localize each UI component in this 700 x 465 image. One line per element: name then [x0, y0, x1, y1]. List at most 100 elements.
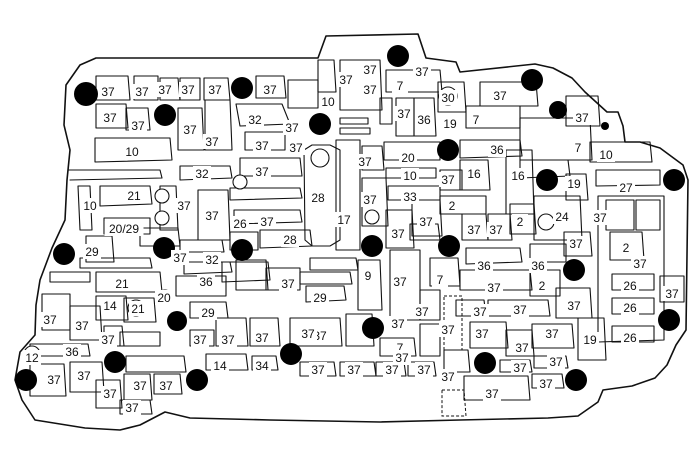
part-label: 26: [623, 279, 637, 293]
label-background: [156, 82, 174, 97]
label-background: [309, 362, 327, 377]
part-label: 34: [255, 359, 269, 373]
label-background: [356, 154, 374, 169]
part-label: 37: [358, 155, 372, 169]
label-background: [439, 90, 457, 105]
part-label: 14: [103, 299, 117, 313]
part-label: 37: [158, 83, 172, 97]
label-background: [392, 78, 408, 93]
part-label: 19: [583, 333, 597, 347]
part-label: 37: [101, 333, 115, 347]
label-background: [621, 330, 639, 345]
label-background: [99, 84, 117, 99]
part-label: 37: [441, 370, 455, 384]
label-background: [246, 112, 264, 127]
part-label: 37: [263, 83, 277, 97]
label-background: [75, 368, 93, 383]
part-label: 37: [393, 275, 407, 289]
part-label: 37: [415, 65, 429, 79]
label-background: [258, 214, 276, 229]
bolt-holes: [15, 45, 685, 391]
label-background: [591, 210, 609, 225]
label-background: [432, 272, 448, 287]
label-background: [473, 326, 491, 341]
part-label: 37: [441, 173, 455, 187]
part-label: 37: [419, 215, 433, 229]
part-label: 37: [467, 223, 481, 237]
part-label: 37: [347, 363, 361, 377]
bolt-hole: [362, 317, 384, 339]
part-label: 2: [539, 279, 546, 293]
label-background: [63, 344, 81, 359]
bolt-hole: [231, 239, 253, 261]
part-label: 30: [441, 91, 455, 105]
part-label: 7: [575, 141, 582, 155]
part-label: 37: [255, 331, 269, 345]
label-background: [597, 147, 615, 162]
bolt-hole: [104, 351, 126, 373]
label-background: [123, 400, 141, 415]
part-label: 37: [395, 351, 409, 365]
label-background: [439, 172, 457, 187]
part-label: 37: [549, 355, 563, 369]
part-label: 37: [101, 85, 115, 99]
part-label: 37: [103, 111, 117, 125]
part-label: 29: [201, 306, 215, 320]
label-background: [253, 164, 271, 179]
label-background: [101, 298, 119, 313]
part-label: 26: [623, 301, 637, 315]
label-background: [485, 280, 503, 295]
label-background: [360, 268, 376, 283]
label-background: [253, 330, 271, 345]
part-label: 37: [567, 299, 581, 313]
label-background: [157, 378, 175, 393]
label-background: [99, 332, 117, 347]
label-background: [537, 376, 555, 391]
part-label: 28: [283, 233, 297, 247]
bolt-hole: [521, 69, 543, 91]
part-label: 37: [205, 209, 219, 223]
label-background: [101, 386, 119, 401]
part-label: 26: [623, 331, 637, 345]
bolt-hole: [565, 369, 587, 391]
bolt-hole: [658, 309, 680, 331]
label-background: [491, 88, 509, 103]
label-background: [133, 84, 151, 99]
label-background: [171, 250, 189, 265]
part-label: 37: [339, 73, 353, 87]
part-label: 10: [83, 199, 97, 213]
label-background: [441, 116, 459, 131]
part-label: 37: [193, 333, 207, 347]
label-background: [279, 276, 297, 291]
part-label: 37: [75, 319, 89, 333]
bolt-hole: [563, 259, 585, 281]
bolt-hole: [437, 139, 459, 161]
part-label: 37: [181, 83, 195, 97]
label-background: [361, 62, 379, 77]
label-background: [287, 140, 305, 155]
label-background: [319, 94, 337, 109]
label-background: [179, 82, 197, 97]
part-label: 37: [47, 373, 61, 387]
label-background: [631, 256, 649, 271]
label-background: [488, 142, 506, 157]
label-background: [513, 340, 531, 355]
part-label: 37: [575, 111, 589, 125]
part-label: 12: [25, 351, 39, 365]
part-label: 37: [363, 63, 377, 77]
label-background: [468, 112, 484, 127]
part-label: 7: [473, 113, 480, 127]
part-label: 20/29: [109, 222, 139, 236]
part-label: 36: [199, 275, 213, 289]
label-background: [337, 72, 355, 87]
part-label: 37: [569, 237, 583, 251]
label-background: [399, 150, 417, 165]
label-background: [401, 168, 419, 183]
label-background: [383, 362, 401, 377]
label-background: [175, 198, 193, 213]
part-label: 33: [403, 190, 417, 204]
label-background: [529, 258, 547, 273]
part-label: 10: [125, 145, 139, 159]
part-label: 9: [365, 269, 372, 283]
label-background: [413, 304, 431, 319]
